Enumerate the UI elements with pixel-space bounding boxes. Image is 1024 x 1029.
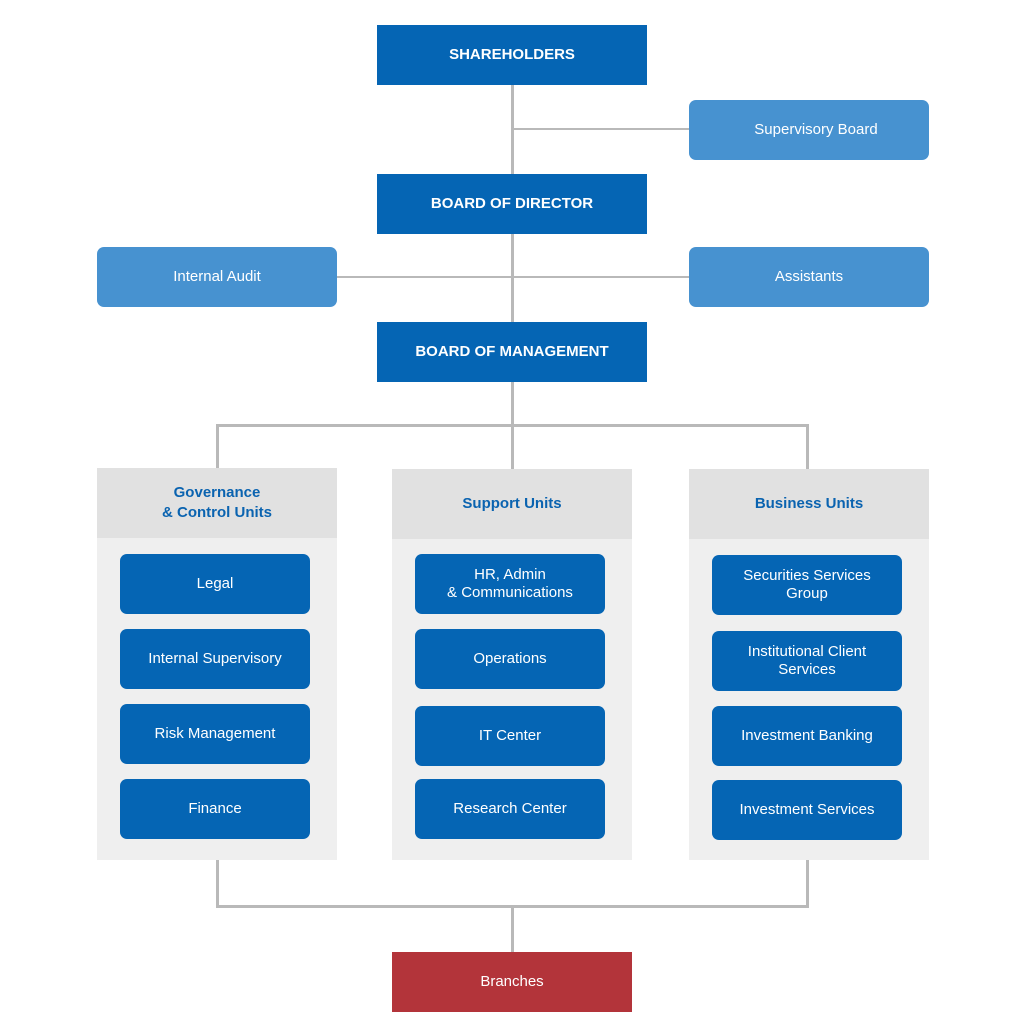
connector-group-right-drop — [806, 424, 809, 470]
unit-research-center[interactable]: Research Center — [415, 779, 605, 839]
business-units-panel: Business Units Securities Services Group… — [689, 469, 929, 860]
connector-groups-horizontal — [216, 424, 809, 427]
connector-group-right-rise — [806, 858, 809, 908]
unit-securities-services-group[interactable]: Securities Services Group — [712, 555, 902, 615]
board-of-management-box[interactable]: BOARD OF MANAGEMENT — [377, 322, 647, 382]
unit-hr-admin-communications[interactable]: HR, Admin & Communications — [415, 554, 605, 614]
unit-institutional-client-services[interactable]: Institutional Client Services — [712, 631, 902, 691]
connector-group-left-rise — [216, 858, 219, 908]
unit-finance[interactable]: Finance — [120, 779, 310, 839]
supervisory-board-box[interactable]: Supervisory Board — [689, 100, 929, 160]
assistants-box[interactable]: Assistants — [689, 247, 929, 307]
support-units-panel: Support Units HR, Admin & Communications… — [392, 469, 632, 860]
support-units-title: Support Units — [392, 469, 632, 539]
unit-internal-supervisory[interactable]: Internal Supervisory — [120, 629, 310, 689]
business-units-title: Business Units — [689, 469, 929, 539]
connector-branches — [511, 905, 514, 953]
unit-investment-services[interactable]: Investment Services — [712, 780, 902, 840]
governance-control-title: Governance & Control Units — [97, 468, 337, 538]
connector-group-left-drop — [216, 424, 219, 470]
unit-investment-banking[interactable]: Investment Banking — [712, 706, 902, 766]
unit-legal[interactable]: Legal — [120, 554, 310, 614]
connector-audit-assistants — [336, 276, 690, 278]
internal-audit-box[interactable]: Internal Audit — [97, 247, 337, 307]
branches-box[interactable]: Branches — [392, 952, 632, 1012]
connector-supervisory-board — [512, 128, 690, 130]
board-of-director-box[interactable]: BOARD OF DIRECTOR — [377, 174, 647, 234]
shareholders-box[interactable]: SHAREHOLDERS — [377, 25, 647, 85]
unit-risk-management[interactable]: Risk Management — [120, 704, 310, 764]
unit-operations[interactable]: Operations — [415, 629, 605, 689]
unit-it-center[interactable]: IT Center — [415, 706, 605, 766]
governance-control-panel: Governance & Control Units Legal Interna… — [97, 468, 337, 860]
